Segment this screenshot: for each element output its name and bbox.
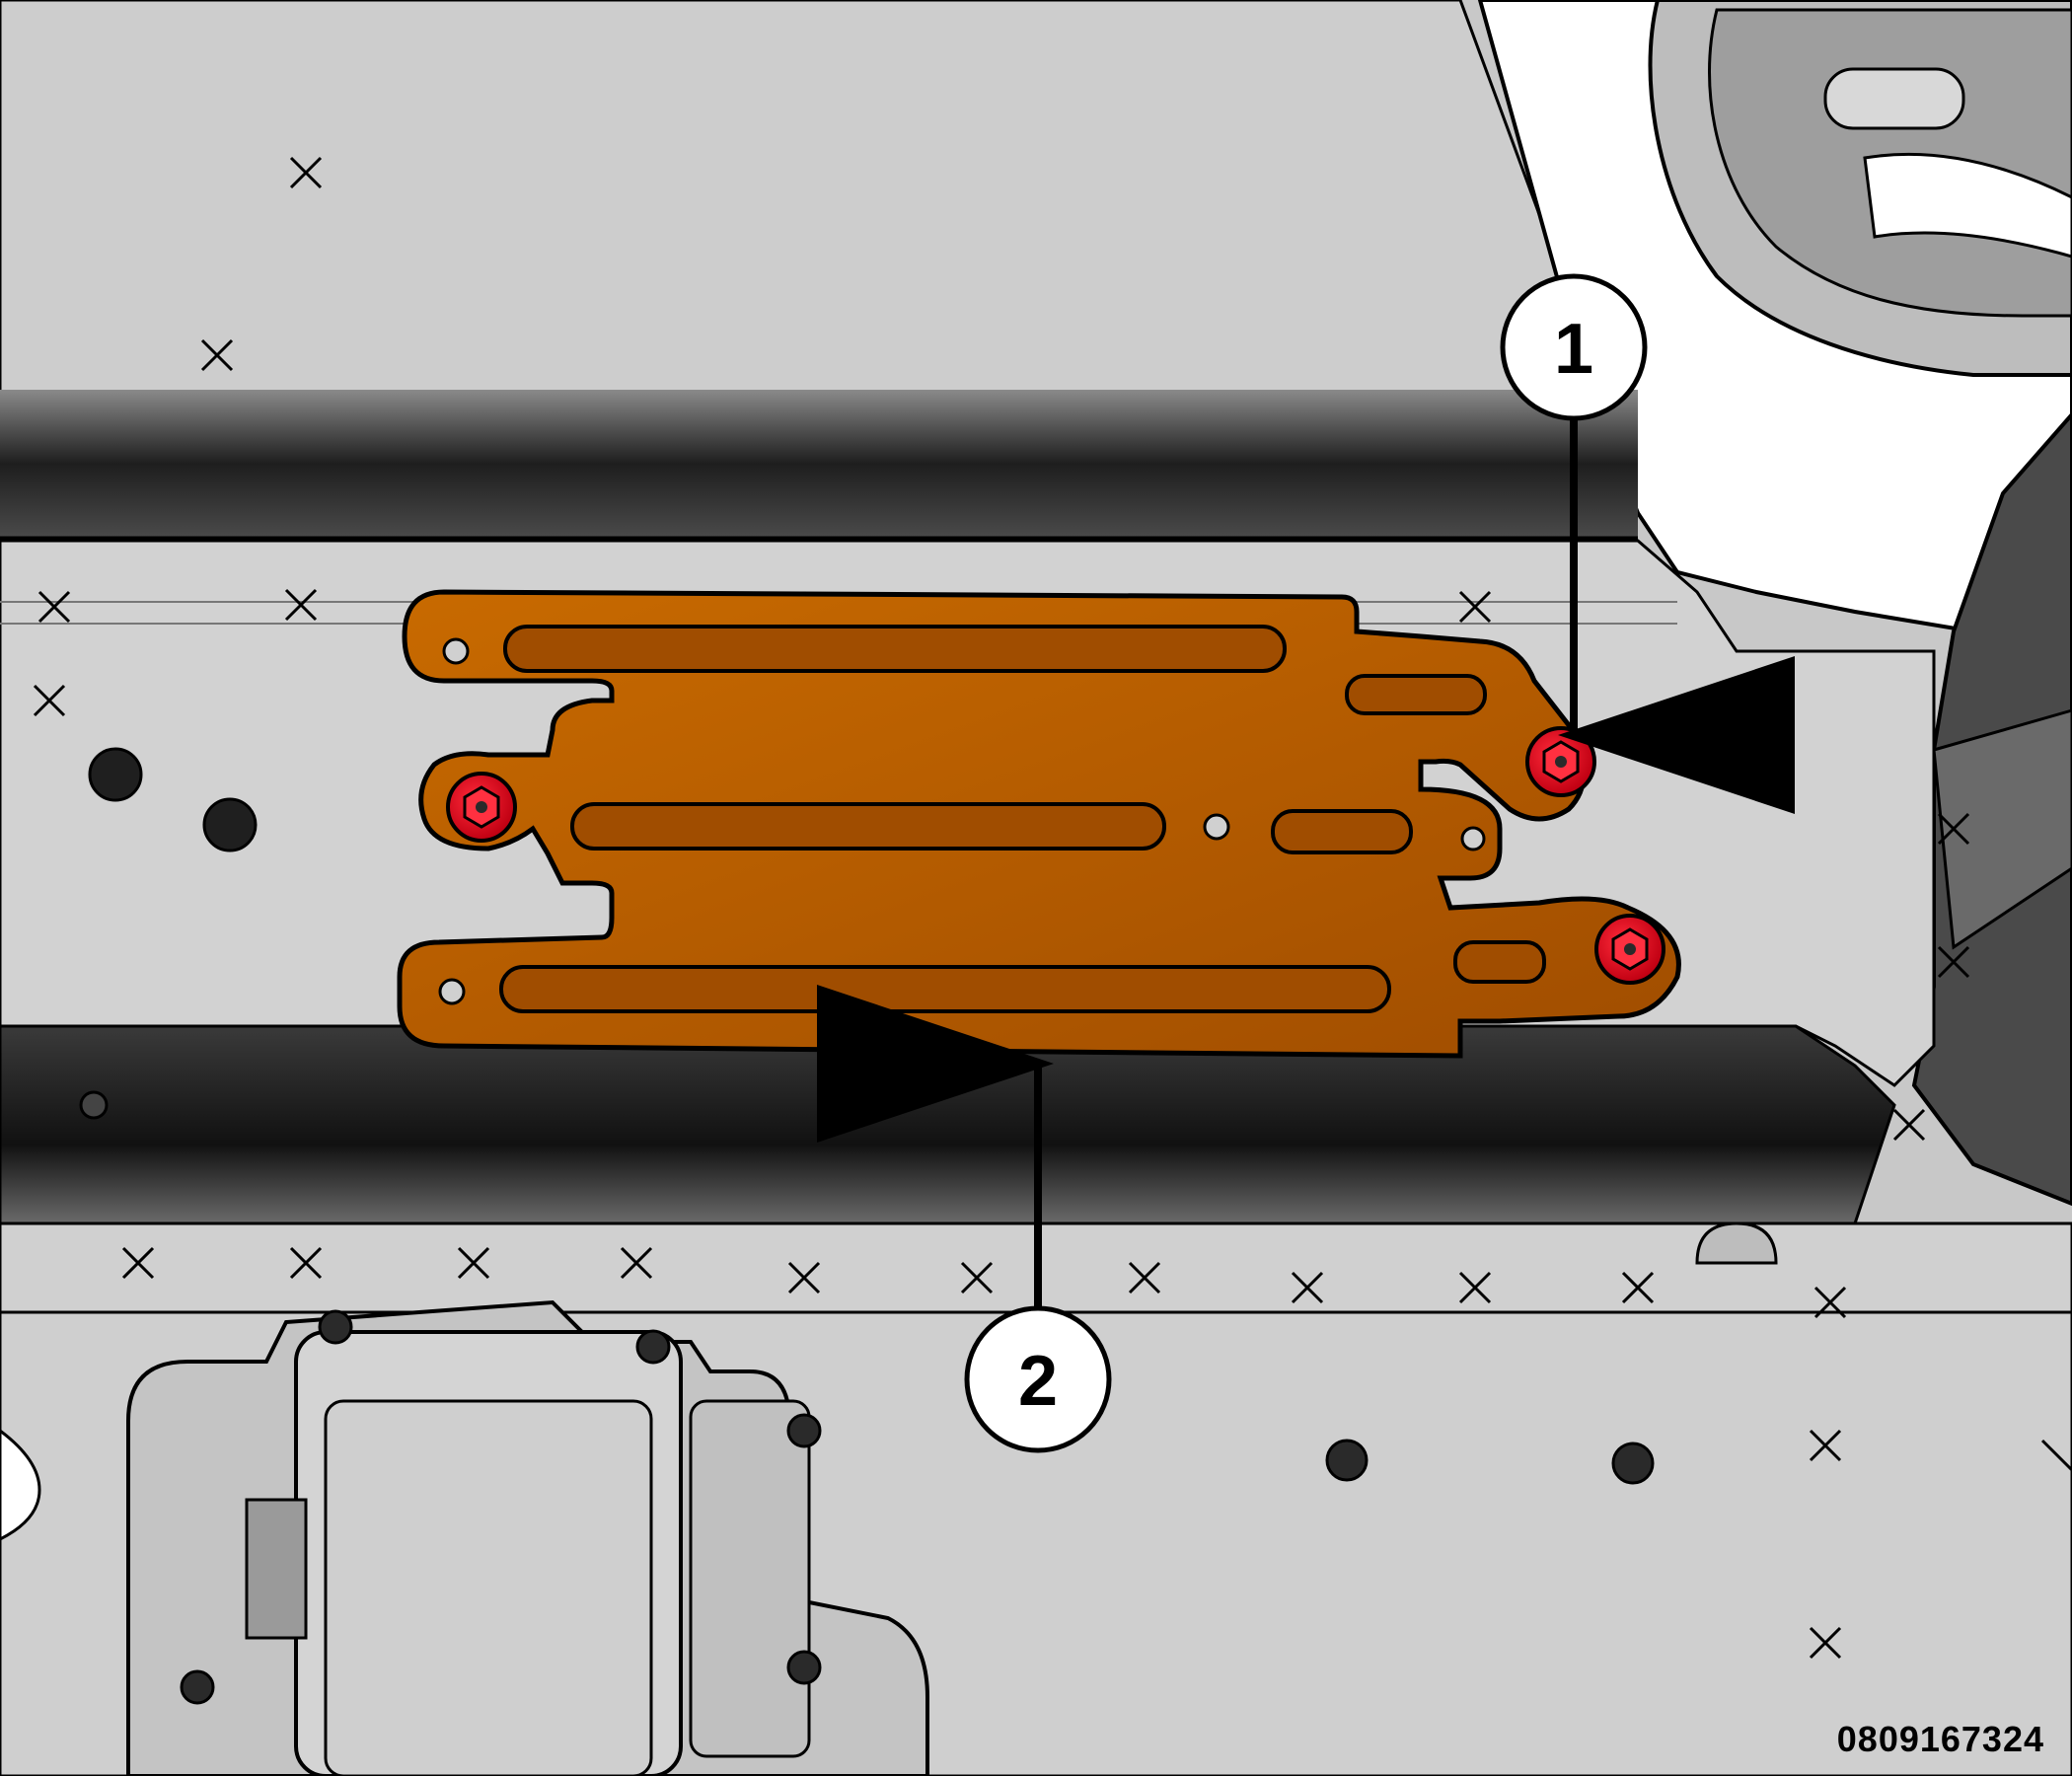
figure-id: 0809167324: [1836, 1719, 2044, 1759]
bracket-hole: [1460, 826, 1486, 851]
wheel-housing-slot: [1823, 67, 1965, 130]
callout-1: 1: [1500, 273, 1795, 814]
rail-stud: [202, 797, 258, 852]
nut-left: [446, 772, 517, 843]
bracket-slot-small: [1271, 809, 1413, 854]
module-bolt-5: [180, 1669, 215, 1705]
module-bolt-4: [786, 1650, 822, 1685]
bracket-slot-top: [503, 625, 1287, 673]
bracket-hole: [442, 637, 470, 665]
wheel-housing-lip: [1863, 152, 2072, 259]
weld-markers: [33, 156, 2072, 1660]
bracket-hole: [438, 978, 466, 1005]
sill-boss: [1695, 1221, 1778, 1265]
nut-upper-right: [1525, 726, 1596, 797]
callout-1-label: 1: [1554, 310, 1593, 389]
sill-pin: [79, 1090, 109, 1120]
module-bolt-2: [635, 1329, 671, 1365]
bracket-slot-middle: [570, 802, 1166, 851]
callout-2-label: 2: [1018, 1342, 1058, 1421]
bracket-slot-upper-right: [1345, 674, 1487, 715]
side-pillar-face: [1932, 708, 2072, 950]
upper-floor-panel: [0, 0, 1622, 397]
upper-sill-band: [0, 390, 1638, 538]
callout-2-badge: [964, 1305, 1112, 1453]
callout-1-badge: [1500, 273, 1648, 421]
rail-stud: [88, 747, 143, 802]
nut-lower-right: [1594, 914, 1665, 985]
bracket-hole: [1203, 813, 1230, 841]
module-face: [324, 1399, 653, 1776]
bracket-slot-lower-right: [1453, 940, 1546, 984]
callout-2: 2: [817, 985, 1112, 1453]
bracket-slot-bottom: [499, 965, 1391, 1013]
bracket: [397, 589, 1681, 1059]
module-connector: [245, 1498, 308, 1640]
module-bolt-3: [786, 1413, 822, 1448]
floor-stud: [1611, 1442, 1655, 1485]
floor-stud: [1325, 1439, 1369, 1482]
lower-sill-band: [0, 1024, 1896, 1225]
module-bolt-1: [318, 1309, 353, 1345]
left-edge-cutout: [0, 1429, 41, 1541]
module-bracket-right: [689, 1399, 811, 1758]
